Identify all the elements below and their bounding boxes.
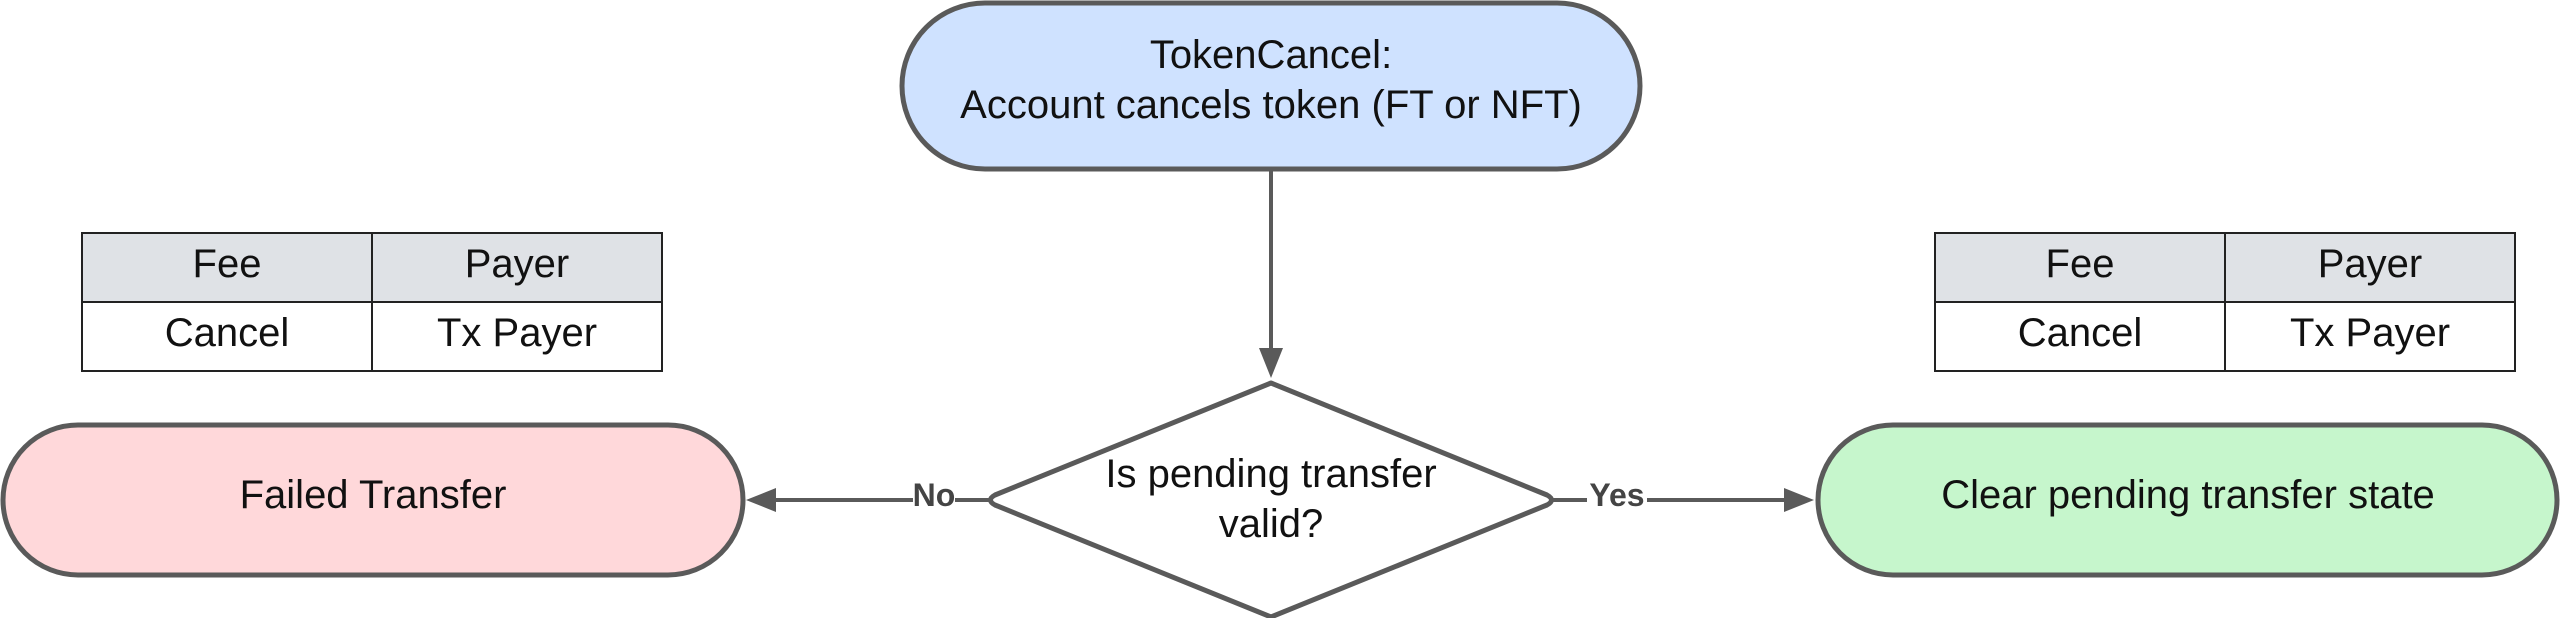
edge-no-arrowhead (746, 488, 776, 512)
edge-yes-label: Yes (1589, 477, 1644, 513)
fee-table-right-header-fee: Fee (2046, 242, 2115, 286)
success-node-label: Clear pending transfer state (1941, 473, 2435, 517)
decision-node-question-line2: valid? (1219, 502, 1324, 546)
edge-decision-to-fail: No (746, 477, 989, 513)
success-node[interactable]: Clear pending transfer state (1815, 422, 2560, 578)
fee-table-right-header-cell-payer (2224, 232, 2516, 303)
fail-node[interactable]: Failed Transfer (0, 422, 746, 578)
edge-no-label: No (913, 477, 956, 513)
fee-table-right-header-payer: Payer (2318, 242, 2423, 286)
fee-table-left-header-cell-fee (81, 232, 373, 303)
fee-table-right-body-cell-payer (2224, 301, 2516, 372)
fee-table-left-cell-fee: Cancel (165, 311, 290, 355)
fee-table-left: Fee Payer Cancel Tx Payer (81, 232, 663, 372)
start-node-description: Account cancels token (FT or NFT) (960, 83, 1582, 127)
fee-table-right: Fee Payer Cancel Tx Payer (1934, 232, 2516, 372)
start-node-title: TokenCancel: (1150, 33, 1392, 77)
fee-table-right-cell-fee: Cancel (2018, 311, 2143, 355)
fee-table-left-header-payer: Payer (465, 242, 570, 286)
fee-table-left-header-fee: Fee (193, 242, 262, 286)
fail-node-label: Failed Transfer (240, 473, 507, 517)
edge-decision-to-success: Yes (1553, 477, 1814, 513)
edge-start-to-decision-arrowhead (1259, 348, 1283, 378)
fee-table-left-body-cell-fee (81, 301, 373, 372)
fee-table-left-cell-payer: Tx Payer (437, 311, 597, 355)
decision-node[interactable]: Is pending transfer valid? (988, 380, 1554, 618)
edge-start-to-decision (1259, 169, 1283, 378)
edge-yes-arrowhead (1784, 488, 1814, 512)
fee-table-right-header-cell-fee (1934, 232, 2226, 303)
fee-table-right-cell-payer: Tx Payer (2290, 311, 2450, 355)
fail-node-shape (0, 422, 746, 578)
fee-table-left-body-cell-payer (371, 301, 663, 372)
start-node[interactable]: TokenCancel: Account cancels token (FT o… (899, 0, 1643, 172)
decision-node-shape (988, 380, 1554, 618)
decision-node-question-line1: Is pending transfer (1105, 452, 1436, 496)
success-node-shape (1815, 422, 2560, 578)
